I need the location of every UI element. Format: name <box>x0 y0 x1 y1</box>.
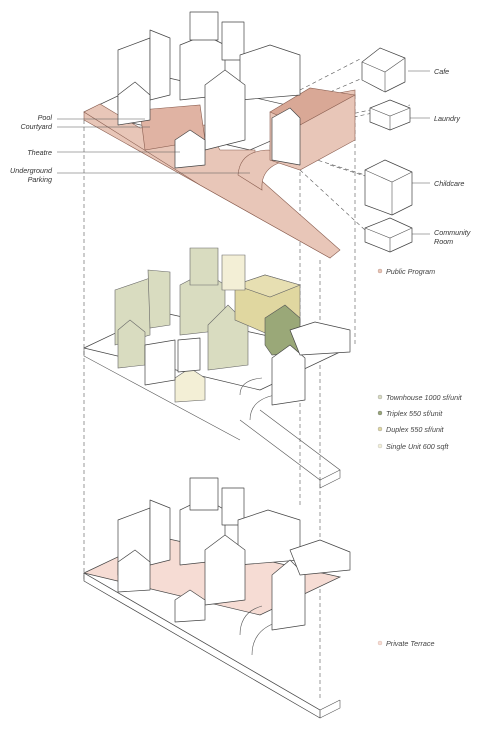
legend-swatch-single <box>377 443 383 449</box>
legend-public-program: Public Program <box>377 267 435 276</box>
single-unit-1 <box>221 254 246 291</box>
top-layer-public-program <box>83 11 356 259</box>
legend-swatch-terrace <box>377 640 383 646</box>
label-parking: Parking <box>28 175 52 184</box>
legend-housing: Townhouse 1000 sf/unit Triplex 550 sf/un… <box>377 393 463 451</box>
legend-text-triplex: Triplex 550 sf/unit <box>386 409 443 418</box>
legend-swatch-public <box>377 268 383 274</box>
label-childcare: Childcare <box>434 179 464 188</box>
label-room: Room <box>434 237 453 246</box>
label-underground: Underground <box>10 166 53 175</box>
legend-swatch-triplex <box>377 410 383 416</box>
bottom-layer-private-terrace <box>82 477 351 719</box>
exploded-program-blocks <box>361 47 413 253</box>
label-community: Community <box>434 228 471 237</box>
townhouse-4 <box>189 247 219 286</box>
community-room-block <box>364 217 413 253</box>
legend-text-terrace: Private Terrace <box>386 639 434 648</box>
legend-text-public: Public Program <box>386 267 435 276</box>
cafe-block <box>361 47 406 93</box>
top-leader-lines <box>57 70 430 235</box>
label-cafe: Cafe <box>434 67 449 76</box>
townhouse-2 <box>147 269 171 329</box>
legend-text-duplex: Duplex 550 sf/unit <box>386 425 445 434</box>
top-left-labels: Pool Courtyard Theatre Underground Parki… <box>10 113 53 184</box>
legend-swatch-duplex <box>377 426 383 432</box>
childcare-block <box>364 159 413 216</box>
label-laundry: Laundry <box>434 114 460 123</box>
legend-private-terrace: Private Terrace <box>377 639 434 648</box>
legend-text-single: Single Unit 600 sqft <box>386 442 449 451</box>
middle-layer-housing <box>83 247 351 489</box>
duplex-roof <box>234 274 301 298</box>
legend-text-townhouse: Townhouse 1000 sf/unit <box>386 393 463 402</box>
laundry-block <box>369 99 411 131</box>
label-theatre: Theatre <box>27 148 52 157</box>
legend-swatch-townhouse <box>377 394 383 400</box>
label-courtyard: Courtyard <box>20 122 53 131</box>
label-pool: Pool <box>38 113 53 122</box>
top-right-labels: Cafe Laundry Childcare Community Room <box>434 67 471 246</box>
